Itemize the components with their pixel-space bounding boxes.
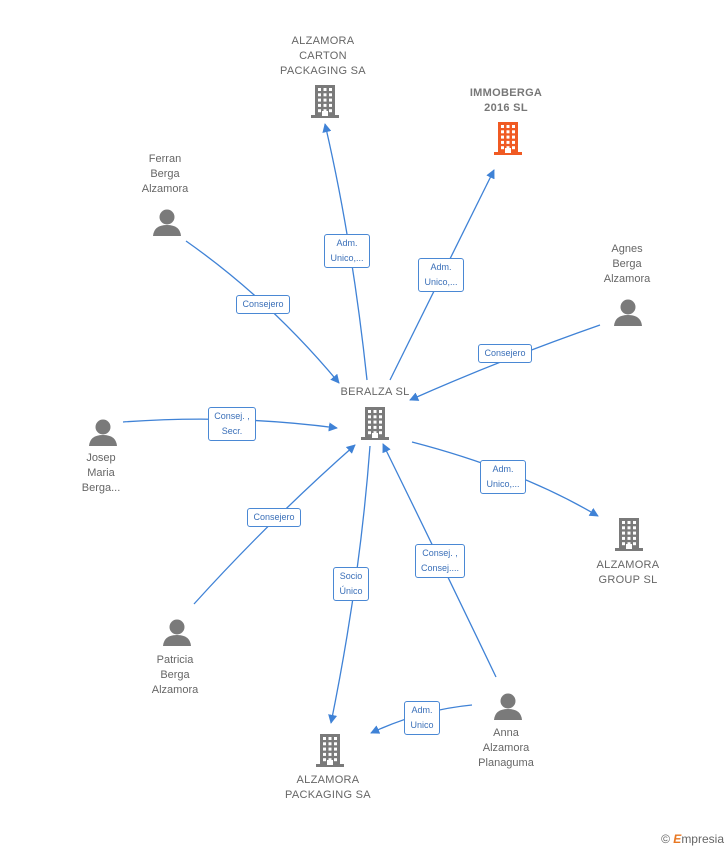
node-label-ferran[interactable]: Ferran Berga Alzamora xyxy=(141,153,189,195)
node-label-agnes[interactable]: Agnes Berga Alzamora xyxy=(603,243,651,285)
edge-label-beralza-carton[interactable]: Adm. Unico,... xyxy=(324,234,370,268)
node-label-packaging[interactable]: ALZAMORA PACKAGING SA xyxy=(285,774,371,801)
node-label-carton[interactable]: ALZAMORA CARTON PACKAGING SA xyxy=(280,35,366,77)
person-icon-patricia[interactable] xyxy=(162,618,192,651)
brand-initial: E xyxy=(673,832,682,846)
node-label-josep[interactable]: Josep Maria Berga... xyxy=(81,452,121,494)
building-icon-beralza[interactable] xyxy=(361,406,389,445)
brand-name: mpresia xyxy=(681,832,724,846)
person-icon-anna[interactable] xyxy=(493,692,523,725)
edge-label-josep-beralza[interactable]: Consej. , Secr. xyxy=(208,407,256,441)
building-icon-group[interactable] xyxy=(615,517,643,556)
empresia-brand[interactable]: © Empresia xyxy=(661,832,724,846)
edge-label-anna-beralza[interactable]: Consej. , Consej.... xyxy=(414,544,466,578)
node-label-patricia[interactable]: Patricia Berga Alzamora xyxy=(151,654,199,696)
node-label-group[interactable]: ALZAMORA GROUP SL xyxy=(596,559,660,586)
edge-label-beralza-immoberga[interactable]: Adm. Unico,... xyxy=(418,258,464,292)
node-label-beralza[interactable]: BERALZA SL xyxy=(340,386,410,398)
edge-label-anna-packaging[interactable]: Adm. Unico xyxy=(404,701,440,735)
building-icon-immoberga[interactable] xyxy=(494,121,522,160)
edge-label-ferran-beralza[interactable]: Consejero xyxy=(236,294,290,314)
building-icon-packaging[interactable] xyxy=(316,733,344,772)
copyright-symbol: © xyxy=(661,832,670,846)
person-icon-josep[interactable] xyxy=(88,418,118,451)
edge-label-beralza-group[interactable]: Adm. Unico,... xyxy=(480,460,526,494)
building-icon-carton[interactable] xyxy=(311,84,339,123)
edge-label-patricia-beralza[interactable]: Consejero xyxy=(247,507,301,527)
person-icon-agnes[interactable] xyxy=(613,298,643,331)
node-label-anna[interactable]: Anna Alzamora Planaguma xyxy=(478,727,534,769)
edge-label-agnes-beralza[interactable]: Consejero xyxy=(478,343,532,363)
person-icon-ferran[interactable] xyxy=(152,208,182,241)
node-label-immoberga[interactable]: IMMOBERGA 2016 SL xyxy=(469,87,543,114)
edge-label-beralza-packaging[interactable]: Socio Único xyxy=(333,567,369,601)
